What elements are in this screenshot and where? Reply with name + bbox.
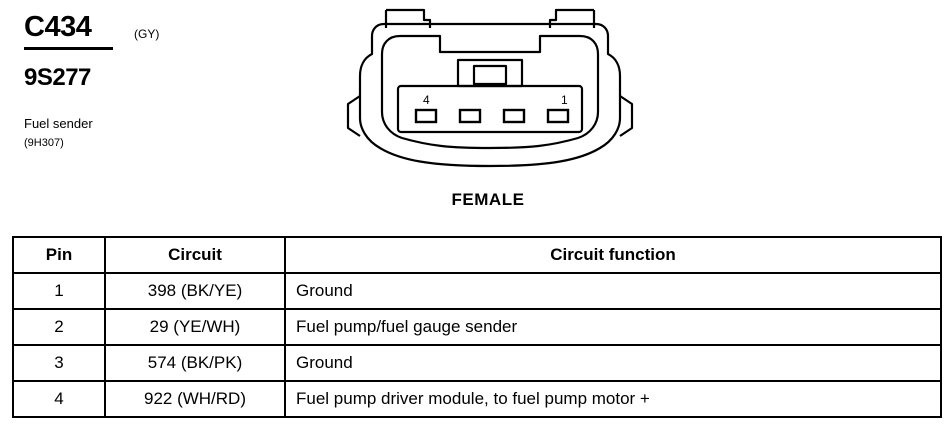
connector-id-underline	[24, 47, 113, 50]
right-side-tab	[619, 95, 634, 137]
circuit-cell: 29 (YE/WH)	[104, 308, 286, 346]
connector-id: C434	[24, 11, 92, 43]
circuit-cell: 922 (WH/RD)	[104, 380, 286, 418]
connector-color: (GY)	[134, 27, 160, 41]
center-key	[456, 58, 524, 88]
function-cell: Fuel pump driver module, to fuel pump mo…	[284, 380, 942, 418]
pin-cavity-1	[546, 108, 570, 124]
pin-cavity-4	[414, 108, 438, 124]
pin-cell: 4	[12, 380, 106, 418]
left-side-tab	[346, 95, 361, 137]
header-circuit: Circuit	[104, 236, 286, 274]
pin-cavity-frame	[396, 84, 584, 134]
pin-table: Pin Circuit Circuit function 1 398 (BK/Y…	[12, 236, 942, 418]
table-row: 4 922 (WH/RD) Fuel pump driver module, t…	[12, 380, 942, 418]
pin-label-1: 1	[561, 93, 568, 107]
center-key-inner	[472, 64, 508, 86]
part-number: 9S277	[24, 64, 91, 91]
component-name: Fuel sender	[24, 116, 93, 131]
function-cell: Ground	[284, 272, 942, 310]
inner-shroud	[380, 34, 600, 150]
component-code: (9H307)	[24, 137, 64, 149]
pin-cell: 3	[12, 344, 106, 382]
connector-housing-outline	[358, 22, 622, 168]
header-circuit-function: Circuit function	[284, 236, 942, 274]
pin-cell: 1	[12, 272, 106, 310]
connector-gender-label: FEMALE	[451, 190, 525, 209]
top-latch-right	[548, 8, 594, 28]
table-row: 2 29 (YE/WH) Fuel pump/fuel gauge sender	[12, 308, 942, 346]
header-pin: Pin	[12, 236, 106, 274]
table-row: 1 398 (BK/YE) Ground	[12, 272, 942, 310]
top-latch-left	[386, 8, 432, 28]
function-cell: Ground	[284, 344, 942, 382]
connector-face-drawing: 4 1	[346, 8, 634, 168]
pin-cavity-3	[458, 108, 482, 124]
pin-label-4: 4	[423, 93, 430, 107]
table-row: 3 574 (BK/PK) Ground	[12, 344, 942, 382]
circuit-cell: 574 (BK/PK)	[104, 344, 286, 382]
pin-cell: 2	[12, 308, 106, 346]
pin-cavity-2	[502, 108, 526, 124]
circuit-cell: 398 (BK/YE)	[104, 272, 286, 310]
table-header-row: Pin Circuit Circuit function	[12, 236, 942, 274]
function-cell: Fuel pump/fuel gauge sender	[284, 308, 942, 346]
